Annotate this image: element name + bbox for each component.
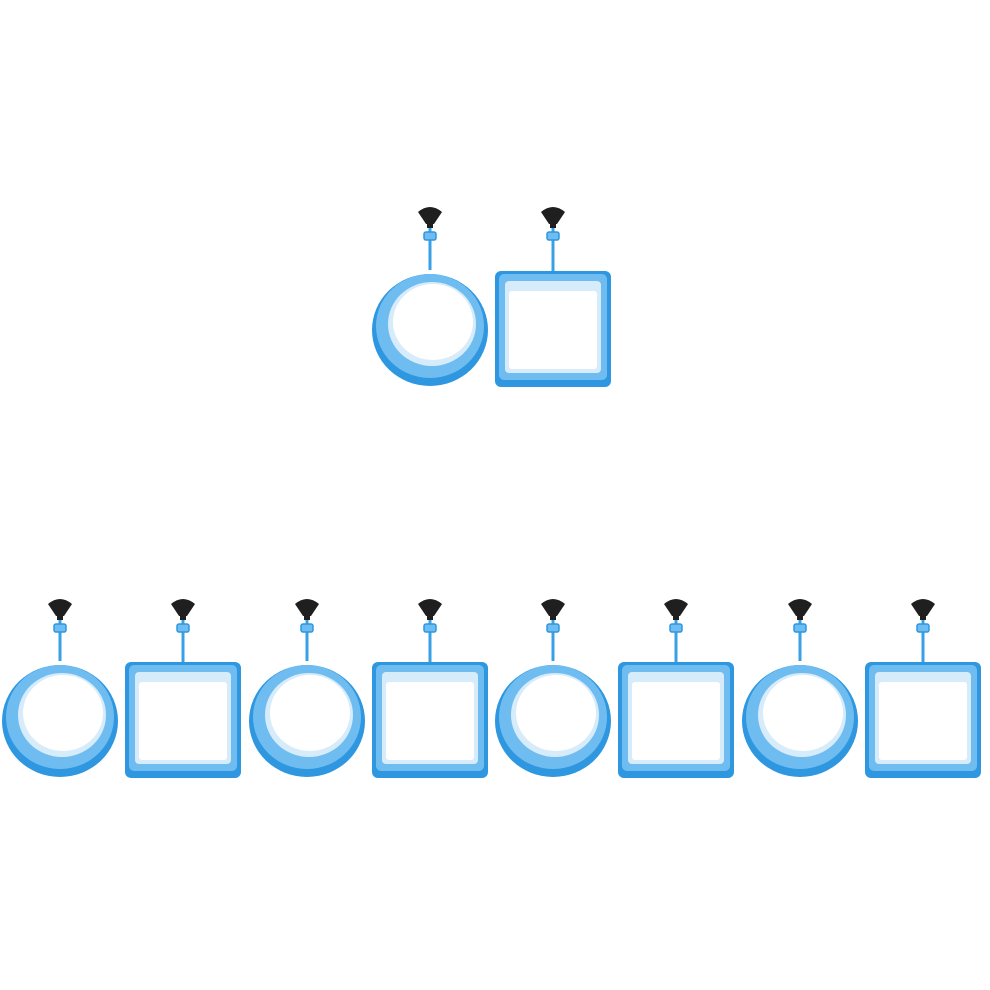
suction-cup-stem (304, 614, 310, 620)
suction-cup (541, 207, 565, 224)
suction-cup-stem (550, 222, 556, 228)
bottom-row-feeding-rings (2, 599, 981, 778)
suction-cup-stem (797, 614, 803, 620)
top-row-feeding-rings (372, 207, 611, 387)
suction-cup-stem (180, 614, 186, 620)
cord-clip (916, 623, 930, 633)
suction-cup (418, 207, 442, 224)
suction-cup (418, 599, 442, 616)
round-feeding-ring (2, 599, 118, 777)
cord-clip (423, 231, 437, 241)
ring-opening (763, 675, 843, 751)
suction-cup (171, 599, 195, 616)
round-feeding-ring (742, 599, 858, 777)
round-feeding-ring (372, 207, 488, 386)
cord-clip (546, 231, 560, 241)
round-feeding-ring (495, 599, 611, 777)
square-feeding-ring (865, 599, 981, 778)
ring-opening (632, 682, 720, 760)
ring-opening (139, 682, 227, 760)
suction-cup (664, 599, 688, 616)
suction-cup (911, 599, 935, 616)
suction-cup (48, 599, 72, 616)
cord-clip (793, 623, 807, 633)
suction-cup-stem (673, 614, 679, 620)
suction-cup-stem (427, 222, 433, 228)
suction-cup (788, 599, 812, 616)
cord-clip (546, 623, 560, 633)
suction-cup-stem (920, 614, 926, 620)
ring-opening (23, 675, 103, 751)
cord-clip (669, 623, 683, 633)
ring-opening (516, 675, 596, 751)
cord-clip (423, 623, 437, 633)
suction-cup-stem (550, 614, 556, 620)
ring-opening (386, 682, 474, 760)
suction-cup-stem (57, 614, 63, 620)
square-feeding-ring (618, 599, 734, 778)
square-feeding-ring (125, 599, 241, 778)
ring-opening (509, 291, 597, 369)
ring-opening (879, 682, 967, 760)
round-feeding-ring (249, 599, 365, 777)
cord-clip (176, 623, 190, 633)
suction-cup (295, 599, 319, 616)
square-feeding-ring (495, 207, 611, 387)
square-feeding-ring (372, 599, 488, 778)
cord-clip (300, 623, 314, 633)
suction-cup (541, 599, 565, 616)
ring-opening (393, 284, 473, 360)
suction-cup-stem (427, 614, 433, 620)
ring-opening (270, 675, 350, 751)
cord-clip (53, 623, 67, 633)
